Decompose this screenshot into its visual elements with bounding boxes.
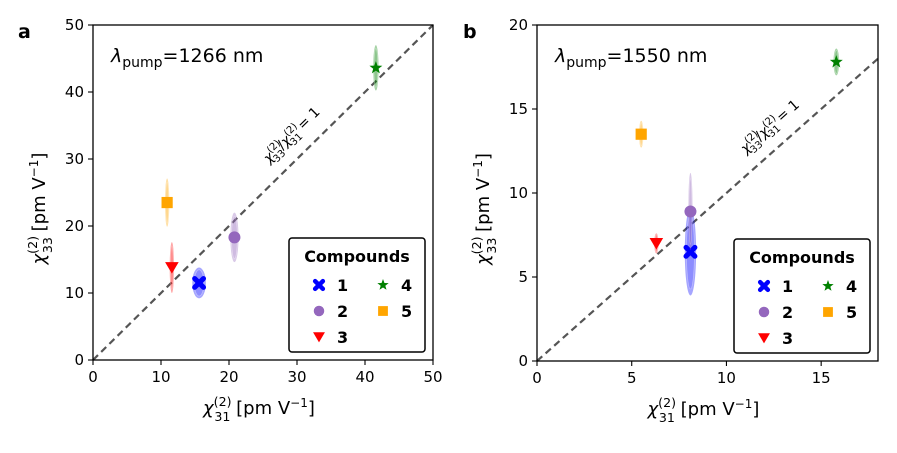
pump-wavelength-annotation: λpump=1550 nm [554,45,707,71]
reference-line-label: χ(2)33/χ(2)31 = 1 [258,103,326,170]
x-tick-label: 40 [355,368,374,386]
y-tick-label: 10 [65,284,84,302]
panel-a-chart: a χ(2)33/χ(2)31 = 1 0 10 20 30 40 50 0 10 20 30 40 50… [18,16,443,424]
data-point-compound-4 [369,45,383,91]
data-point-compound-3 [165,242,179,293]
square-marker-icon [635,128,647,140]
legend-entry-label: 1 [337,276,348,295]
y-axis-label: χ(2)33 [pm V−1] [469,153,499,266]
y-tick-label: 15 [509,100,528,118]
x-tick-label: 10 [151,368,170,386]
data-point-compound-3 [649,233,664,254]
reference-line-label: χ(2)33/χ(2)31 = 1 [736,95,806,160]
x-tick-label: 0 [532,369,542,387]
x-tick-label: 10 [717,369,736,387]
x-tick-label: 30 [287,368,306,386]
x-marker-icon [757,279,771,293]
y-tick-label: 40 [65,83,84,101]
circle-marker-icon [758,306,770,318]
triangle-marker-icon [313,332,325,343]
legend: Compounds 1 2 3 4 5 [733,238,871,354]
legend-entry-label: 2 [337,302,348,321]
legend-frame [288,237,426,353]
x-axis-label: χ(2)31 [pm V−1] [647,395,760,425]
panel-label: a [18,21,31,43]
circle-marker-icon [313,305,325,317]
triangle-marker-icon [758,333,770,344]
x-marker-icon [683,244,698,259]
data-point-compound-2 [228,212,241,263]
legend-entry-label: 5 [401,302,412,321]
star-marker-icon [377,279,389,290]
axes-frame [92,24,434,361]
panel-label: b [463,21,477,43]
square-marker-icon [378,306,388,316]
legend-frame [733,238,871,354]
x-axis-label: χ(2)31 [pm V−1] [202,394,315,424]
data-point-compound-5 [635,120,647,148]
y-tick-label: 0 [518,352,528,370]
legend-entry-label: 4 [846,277,857,296]
legend-title: Compounds [749,248,855,267]
legend-entry-label: 3 [337,328,348,347]
y-tick-label: 20 [65,217,84,235]
y-axis-label: χ(2)33 [pm V−1] [25,153,55,266]
data-point-compound-4 [829,48,843,76]
data-point-compound-2 [684,172,697,251]
legend-entry-label: 4 [401,276,412,295]
data-point-compound-5 [161,178,173,227]
legend-entry-label: 3 [782,329,793,348]
x-tick-label: 5 [627,369,637,387]
x-marker-icon [312,278,326,292]
y-tick-label: 5 [518,268,528,286]
y-tick-label: 10 [509,184,528,202]
x-marker-icon [192,275,207,290]
legend-entry-label: 1 [782,277,793,296]
y-tick-label: 0 [74,351,84,369]
x-tick-label: 0 [88,368,98,386]
star-marker-icon [829,55,843,68]
triangle-marker-icon [165,262,179,274]
star-marker-icon [822,280,834,291]
x-tick-label: 15 [812,369,831,387]
triangle-marker-icon [649,237,664,250]
legend: Compounds 1 2 3 4 5 [288,237,426,353]
legend-title: Compounds [304,247,410,266]
circle-marker-icon [228,231,241,244]
x-tick-label: 20 [219,368,238,386]
reference-line [536,57,879,362]
legend-entry-label: 2 [782,303,793,322]
legend-entry-label: 5 [846,303,857,322]
y-tick-label: 50 [65,16,84,34]
y-tick-label: 30 [65,150,84,168]
reference-line [92,24,434,361]
y-tick-label: 20 [509,16,528,34]
pump-wavelength-annotation: λpump=1266 nm [110,45,263,71]
square-marker-icon [161,196,173,209]
square-marker-icon [823,307,833,317]
data-point-compound-1 [192,267,207,299]
star-marker-icon [369,61,383,74]
circle-marker-icon [684,205,697,218]
x-tick-label: 50 [423,368,442,386]
